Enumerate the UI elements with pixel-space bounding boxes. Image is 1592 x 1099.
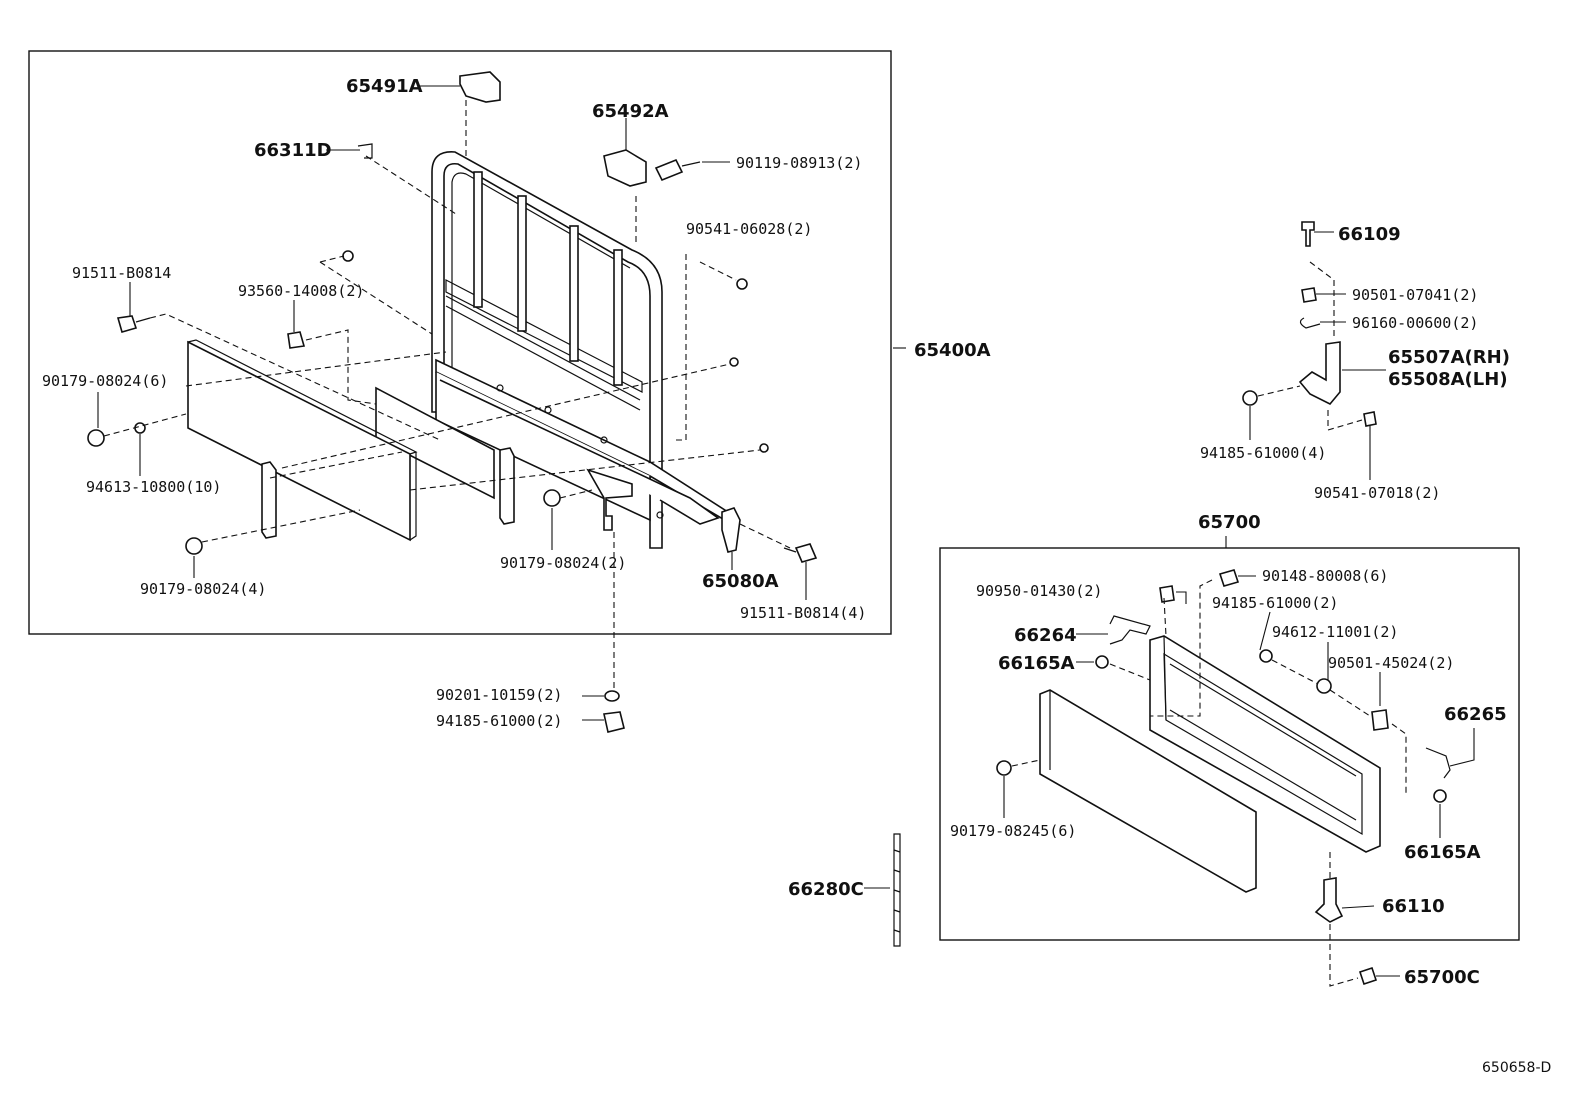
label-94612-11001: 94612-11001(2) — [1272, 623, 1398, 641]
bolt-90119 — [654, 158, 684, 182]
label-90541-06028: 90541-06028(2) — [686, 220, 812, 238]
label-93560-14008: 93560-14008(2) — [238, 282, 364, 300]
label-94185-61000-2b: 94185-61000(2) — [1212, 594, 1338, 612]
rubber-strip-left — [261, 461, 277, 539]
clip-66311D — [357, 143, 373, 159]
nut-90179-6 — [87, 429, 105, 447]
label-90501-07041: 90501-07041(2) — [1352, 286, 1478, 304]
label-90541-07018: 90541-07018(2) — [1314, 484, 1440, 502]
label-66165A-left: 66165A — [998, 653, 1075, 674]
label-91511-B0814: 91511-B0814 — [72, 264, 171, 282]
washer-90501-07041 — [1301, 287, 1317, 303]
stud-bolt — [586, 468, 633, 531]
pin-right-upper — [729, 357, 739, 367]
label-66165A-right: 66165A — [1404, 842, 1481, 863]
label-90119-08913: 90119-08913(2) — [736, 154, 862, 172]
label-90501-45024: 90501-45024(2) — [1328, 654, 1454, 672]
bolt-90148 — [1218, 569, 1240, 587]
label-65080A: 65080A — [702, 571, 779, 592]
bolt-93560-part — [287, 331, 306, 349]
nut-94185-4 — [1242, 390, 1258, 406]
label-65700: 65700 — [1198, 512, 1261, 533]
label-65700C: 65700C — [1404, 967, 1480, 988]
rod-66265 — [1425, 747, 1451, 779]
screw-93560 — [342, 250, 354, 262]
hook-65491A-part — [459, 71, 501, 103]
pin-right-lower — [759, 443, 769, 453]
label-90179-08024-2: 90179-08024(2) — [500, 554, 626, 572]
hinge-66110 — [1314, 877, 1344, 923]
label-66280C: 66280C — [788, 879, 864, 900]
label-94185-61000-4: 94185-61000(4) — [1200, 444, 1326, 462]
tailgate-frame — [1149, 635, 1381, 853]
washer-94613 — [134, 422, 146, 434]
nut-94185-2a — [603, 711, 625, 733]
label-66265: 66265 — [1444, 704, 1507, 725]
cap-66165A-right — [1433, 789, 1447, 803]
rubber-strip-center — [499, 447, 515, 525]
label-65400A: 65400A — [914, 340, 991, 361]
nut-90179-4 — [185, 537, 203, 555]
washer-94612 — [1316, 678, 1332, 694]
bolt-91511-left — [116, 315, 138, 333]
label-90201-10159: 90201-10159(2) — [436, 686, 562, 704]
screw-90541-06028 — [736, 278, 748, 290]
cap-66165A-left — [1095, 655, 1109, 669]
clip-90950 — [1159, 585, 1175, 603]
label-65492A: 65492A — [592, 101, 669, 122]
label-65507A: 65507A(RH) — [1388, 347, 1510, 368]
label-66264: 66264 — [1014, 625, 1077, 646]
spring-90501-45024 — [1371, 709, 1389, 731]
label-65508A: 65508A(LH) — [1388, 369, 1508, 390]
label-66109: 66109 — [1338, 224, 1401, 245]
label-66110: 66110 — [1382, 896, 1445, 917]
label-66311D: 66311D — [254, 140, 332, 161]
hinge-65507A — [1298, 341, 1341, 405]
drawing-reference: 650658-D — [1482, 1060, 1551, 1076]
frame-65400A — [28, 50, 892, 635]
rod-66280C — [893, 833, 901, 947]
label-90179-08024-6: 90179-08024(6) — [42, 372, 168, 390]
label-94185-61000-2a: 94185-61000(2) — [436, 712, 562, 730]
bolt-65700C — [1358, 966, 1378, 986]
nut-90179-2 — [543, 489, 561, 507]
latch-65080A — [721, 507, 741, 553]
bolt-90541-07018 — [1363, 411, 1377, 427]
bolt-91511-right — [794, 543, 818, 563]
washer-90201 — [604, 690, 620, 702]
label-90179-08245: 90179-08245(6) — [950, 822, 1076, 840]
label-90950-01430: 90950-01430(2) — [976, 582, 1102, 600]
frame-65700 — [939, 547, 1520, 941]
label-65491A: 65491A — [346, 76, 423, 97]
hook-65492A-part — [603, 149, 647, 187]
bolt-66109 — [1301, 221, 1315, 247]
tailgate-panel — [1039, 689, 1257, 893]
label-94613-10800: 94613-10800(10) — [86, 478, 221, 496]
label-90179-08024-4: 90179-08024(4) — [140, 580, 266, 598]
side-panel-left — [187, 339, 418, 542]
rod-66264 — [1109, 615, 1151, 645]
nut-90179-08245 — [996, 760, 1012, 776]
label-91511-B0814-4: 91511-B0814(4) — [740, 604, 866, 622]
clip-96160 — [1299, 317, 1321, 329]
label-90148-80008: 90148-80008(6) — [1262, 567, 1388, 585]
label-96160-00600: 96160-00600(2) — [1352, 314, 1478, 332]
nut-94185-61000-2b — [1259, 649, 1273, 663]
bracket-plate — [375, 386, 495, 500]
